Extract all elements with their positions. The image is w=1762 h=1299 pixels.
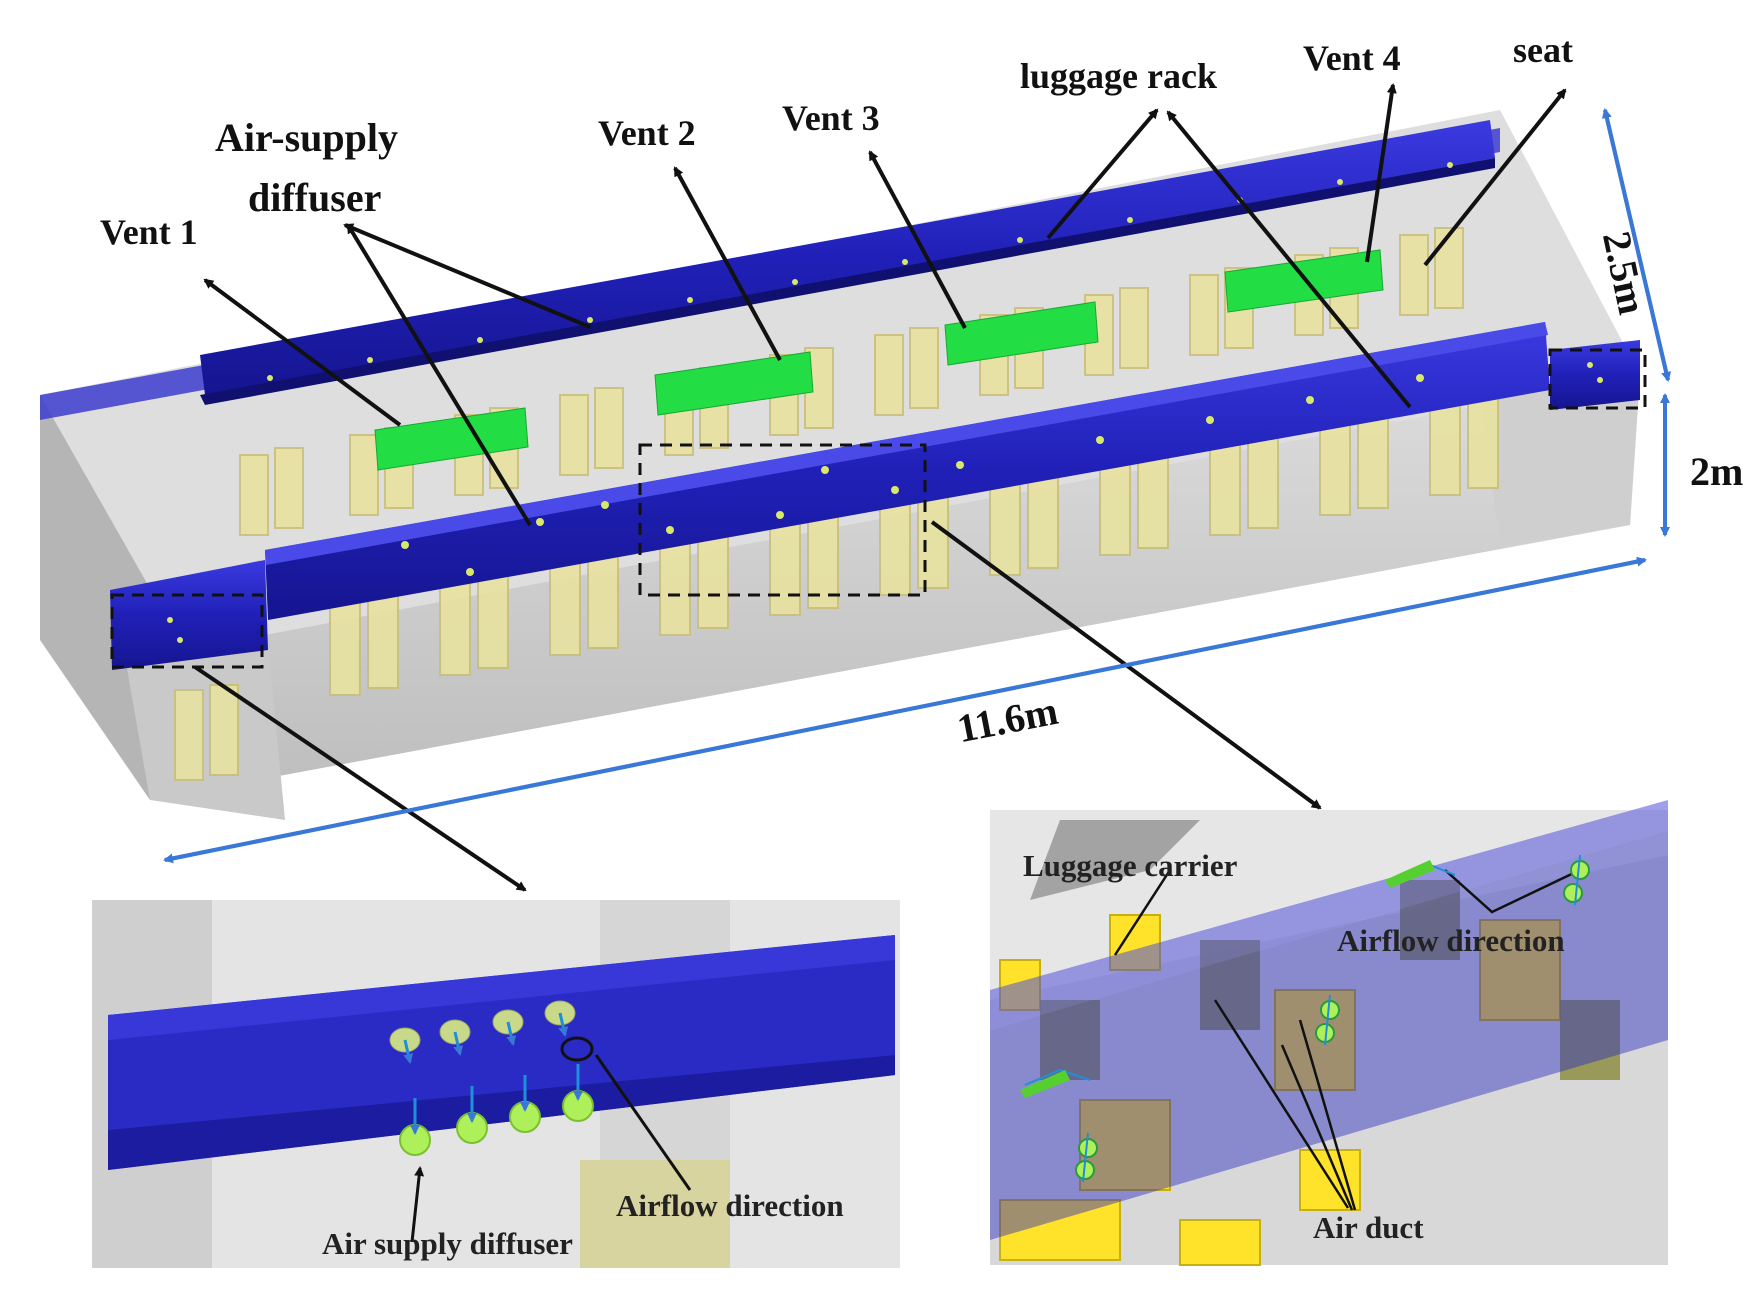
label-vent-1: Vent 1 xyxy=(100,212,198,252)
inset-left-airflow-label: Airflow direction xyxy=(616,1188,844,1223)
inset-right xyxy=(990,800,1668,1266)
highlight-middle xyxy=(638,443,927,597)
seat-rows xyxy=(174,227,1499,781)
label-vent-4: Vent 4 xyxy=(1303,38,1401,78)
vents xyxy=(374,249,1384,471)
vent-4 xyxy=(1224,249,1384,313)
vent-2 xyxy=(654,351,814,416)
highlight-left-end xyxy=(110,593,264,669)
highlight-right-end xyxy=(1548,348,1647,410)
highlight-boxes xyxy=(110,348,1647,669)
inset-right-airflow-label: Airflow direction xyxy=(1337,923,1565,958)
air-duct-back xyxy=(40,120,1500,420)
inset-right-carrier-label: Luggage carrier xyxy=(1023,848,1238,883)
dimension-height: 2m xyxy=(1690,449,1744,494)
inset-right-duct-label: Air duct xyxy=(1313,1210,1424,1245)
inset-left xyxy=(92,900,900,1268)
label-luggage-rack: luggage rack xyxy=(1020,56,1217,96)
label-seat: seat xyxy=(1513,30,1573,70)
label-vent-2: Vent 2 xyxy=(598,113,696,153)
dimension-arrows xyxy=(163,108,1672,864)
pointer-arrows xyxy=(193,83,1567,892)
vent-1 xyxy=(374,407,529,471)
vent-3 xyxy=(944,301,1099,366)
label-air-supply-diffuser-line2: diffuser xyxy=(248,175,382,220)
label-vent-3: Vent 3 xyxy=(782,98,880,138)
inset-left-diffuser-label: Air supply diffuser xyxy=(322,1226,573,1261)
label-air-supply-diffuser-line1: Air-supply xyxy=(215,115,399,160)
